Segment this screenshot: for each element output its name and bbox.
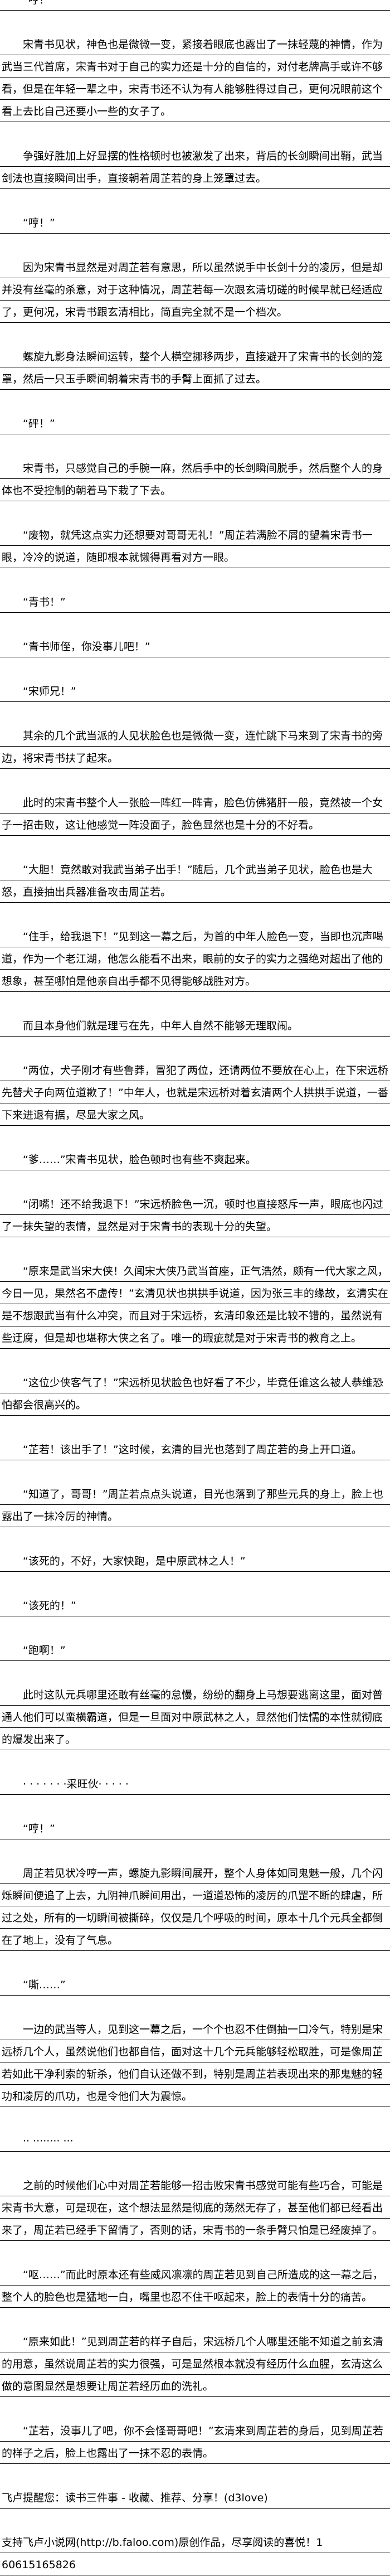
paragraph: 此时的宋青书整个人一张脸一阵红一阵青，脸色仿佛猪肝一般，竟然被一个女子一招击败，… [0, 792, 390, 836]
paragraph: “青书！” [0, 591, 390, 613]
paragraph: “两位，犬子刚才有些鲁莽，冒犯了两位，还请两位不要放在心上，在下宋远桥先替犬子向… [0, 1059, 390, 1126]
paragraph: “呕……”而此时原本还有些威风凛凛的周芷若见到自己所造成的这一幕之后，整个人的脸… [0, 2264, 390, 2308]
paragraph: 此时这队元兵哪里还敢有丝毫的怠慢，纷纷的翻身上马想要逃离这里，面对普通人他们可以… [0, 1684, 390, 1751]
paragraph: “芷若，没事儿了吧，你不会怪哥哥吧！”玄清来到周芷若的身后，见到周芷若的样子之后… [0, 2420, 390, 2464]
paragraph: 因为宋青书显然是对周芷若有意思，所以虽然说手中长剑十分的凌厉，但是却并没有丝毫的… [0, 256, 390, 323]
paragraph: 螺旋九影身法瞬间运转，整个人横空挪移两步，直接避开了宋青书的长剑的笼罩，然后一只… [0, 346, 390, 390]
paragraph: “芷若！该出手了！”这时候，玄清的目光也落到了周芷若的身上开口道。 [0, 1439, 390, 1461]
paragraph: “爹……”宋青书见状，脸色顿时也有些不爽起来。 [0, 1149, 390, 1171]
paragraph: 周芷若见状冷哼一声，螺旋九影瞬间展开，整个人身体如同鬼魅一般，几个闪烁瞬间便追了… [0, 1862, 390, 1952]
paragraph: “嘶……” [0, 1974, 390, 1996]
paragraph: “砰！” [0, 413, 390, 435]
paragraph: “跑啊！” [0, 1639, 390, 1662]
paragraph: 而且本身他们就是理亏在先，中年人自然不能够无理取闹。 [0, 1015, 390, 1037]
paragraph: “原来是武当宋大侠！久闻宋大侠乃武当首座，正气浩然，颇有一代大家之风，今日一见，… [0, 1260, 390, 1349]
paragraph: “哼！” [0, 212, 390, 234]
footer-reminder: 飞卢提醒您：读书三件事 - 收藏、推荐、分享！(d3love) [0, 2487, 390, 2509]
paragraph: “这位少侠客气了！”宋远桥见状脸色也好看了不少，毕竟任谁这么被人恭维恐怕都会很高… [0, 1372, 390, 1416]
paragraph: “原来如此！”见到周芷若的样子自后，宋远桥几个人哪里还能不知道之前玄清的用意，虽… [0, 2331, 390, 2398]
paragraph: ·· ········ ··· [0, 2130, 390, 2152]
paragraph: · · · · · · ·采旺伙· · · · · [0, 1773, 390, 1795]
paragraph: 宋青书，只感觉自己的手腕一麻，然后手中的长剑瞬间脱手，然后整个人的身体也不受控制… [0, 457, 390, 502]
paragraph: 宋青书见状，神色也是微微一变，紧接着眼底也露出了一抹轻蔑的神情，作为武当三代首席… [0, 33, 390, 123]
paragraph: “大胆！竟然敢对我武当弟子出手！”随后，几个武当弟子见状，脸色也是大怒，直接抽出… [0, 859, 390, 903]
paragraph: “青书师侄，你没事儿吧！” [0, 636, 390, 658]
paragraph: “哼！” [0, 0, 390, 11]
paragraph: 争强好胜加上好显摆的性格顿时也被激发了出来，背后的长剑瞬间出鞘，武当剑法也直接瞬… [0, 145, 390, 190]
paragraph: “废物，就凭这点实力还想要对哥哥无礼！”周芷若满脸不屑的望着宋青书一眼，冷冷的说… [0, 524, 390, 569]
paragraph: “知道了，哥哥！”周芷若点点头说道，目光也落到了那些元兵的身上，脸上也露出了一抹… [0, 1483, 390, 1528]
paragraph: 之前的时候他们心中对周芷若能够一招击败宋青书感觉可能有些巧合，可能是宋青书大意，… [0, 2175, 390, 2241]
paragraph: “该死的！” [0, 1595, 390, 1617]
paragraph: “住手，给我退下！”见到这一幕之后，为首的中年人脸色一变，当即也沉声喝道，作为一… [0, 926, 390, 992]
paragraph: “哼！” [0, 1818, 390, 1840]
paragraph: 其余的几个武当派的人见状脸色也是微微一变，连忙跳下马来到了宋青书的旁边，将宋青书… [0, 725, 390, 769]
paragraph: “该死的，不好，大家快跑，是中原武林之人！” [0, 1550, 390, 1572]
paragraph: 一边的武当等人，见到这一幕之后，一个个也忍不住倒抽一口冷气，特别是宋远桥几个人，… [0, 2018, 390, 2108]
footer-support-link[interactable]: 支持飞卢小说网(http://b.faloo.com)原创作品，尽享阅读的喜悦！… [0, 2531, 390, 2554]
footer-code: 60615165826 [0, 2554, 390, 2576]
paragraph-list: “哼！” 宋青书见状，神色也是微微一变，紧接着眼底也露出了一抹轻蔑的神情，作为武当… [0, 0, 390, 2464]
paragraph: “宋师兄！” [0, 680, 390, 703]
paragraph: “闭嘴！还不给我退下！”宋远桥脸色一沉，顿时也直接怒斥一声，眼底也闪过了一抹失望… [0, 1193, 390, 1238]
